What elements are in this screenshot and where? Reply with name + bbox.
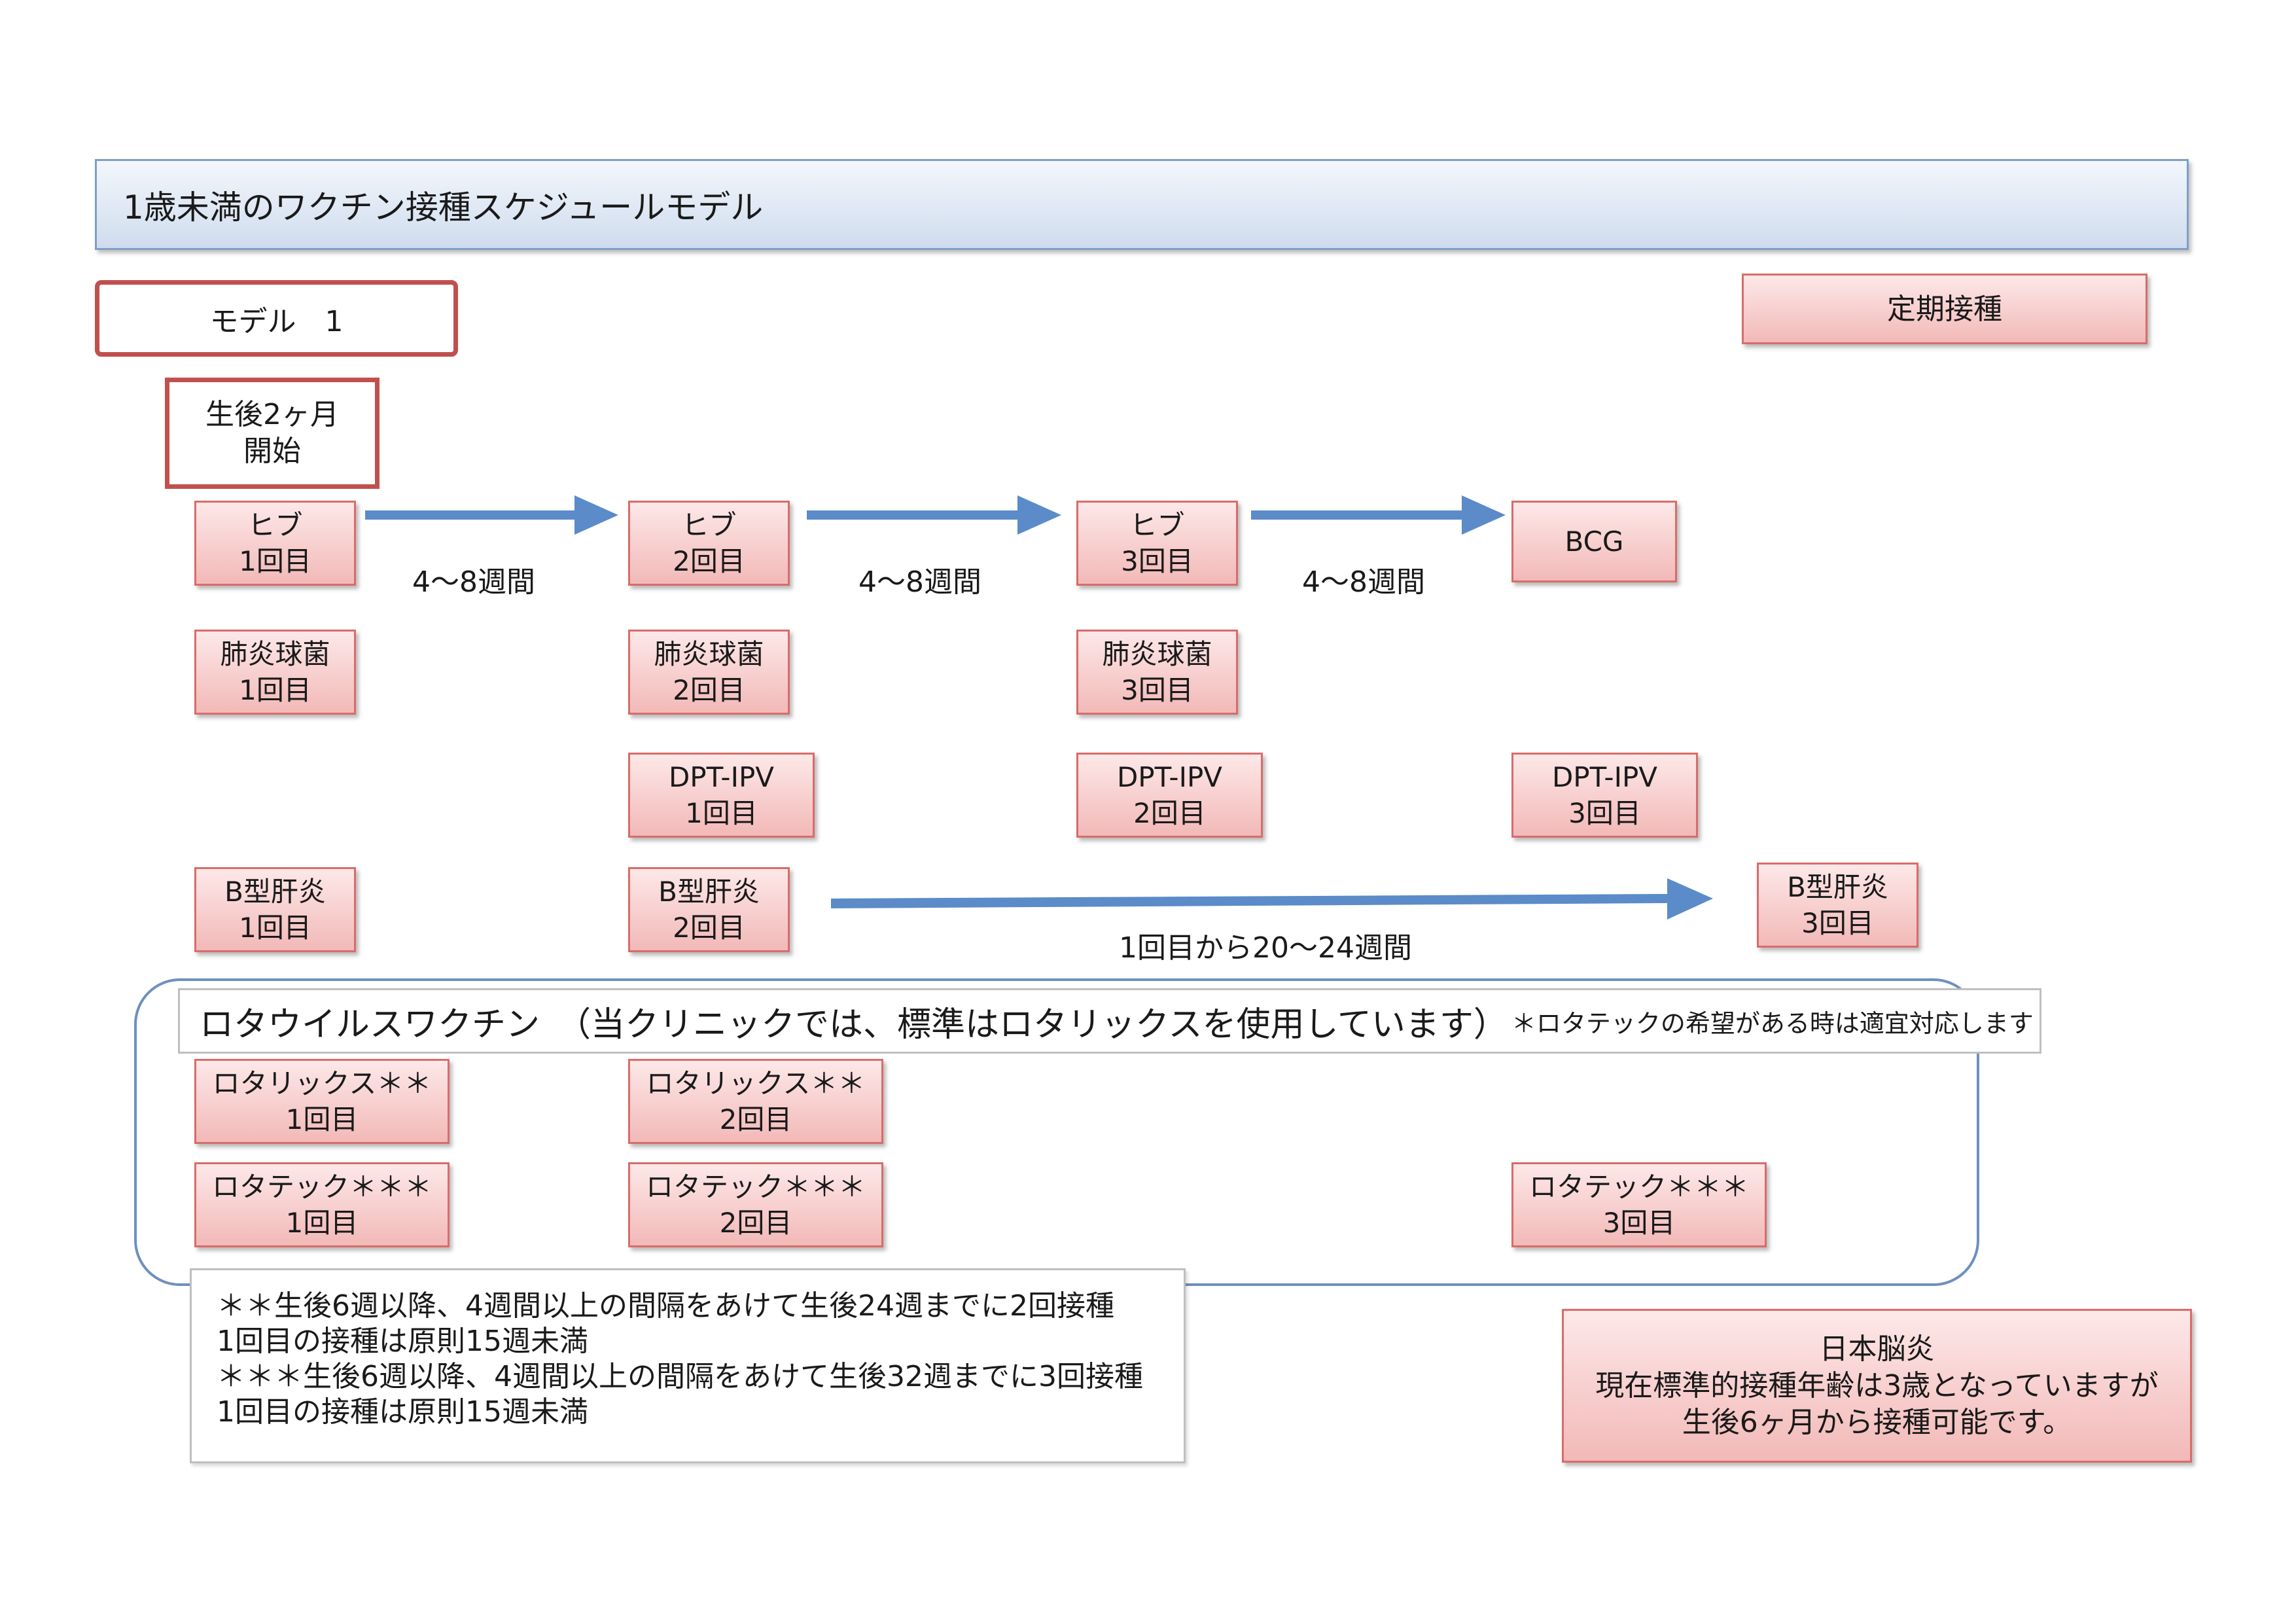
interval-label-2: 4～8週間 (858, 565, 981, 599)
interval-label-1: 4～8週間 (412, 565, 535, 599)
vaccine-name: ロタテック＊＊＊ (1528, 1171, 1749, 1203)
rotateq-dose-1: ロタテック＊＊＊ 1回目 (194, 1162, 450, 1247)
hepb-interval-label: 1回目から20～24週間 (1119, 931, 1412, 965)
note-line: 1回目の接種は原則15週未満 (217, 1395, 588, 1429)
rotavirus-notes: ＊＊生後6週以降、4週間以上の間隔をあけて生後24週までに2回接種 1回目の接種… (190, 1268, 1186, 1463)
vaccine-name: 肺炎球菌 (654, 638, 764, 670)
dose-label: 1回目 (239, 674, 311, 706)
pneumo-dose-2: 肺炎球菌 2回目 (628, 630, 790, 715)
vaccine-name: ロタテック＊＊＊ (211, 1171, 432, 1203)
dose-label: 1回目 (285, 1103, 359, 1135)
start-line2: 開始 (243, 435, 301, 468)
hepb-dose-2: B型肝炎 2回目 (628, 867, 790, 952)
je-title: 日本脳炎 (1819, 1332, 1935, 1366)
start-line1: 生後2ヶ月 (205, 398, 339, 431)
hib-dose-1: ヒブ 1回目 (194, 501, 356, 586)
hib-dose-2: ヒブ 2回目 (628, 501, 790, 586)
dose-label: 2回目 (673, 674, 745, 706)
rotavirus-header-note: ＊ロタテックの希望がある時は適宜対応します (1511, 1008, 2034, 1038)
rotateq-dose-3: ロタテック＊＊＊ 3回目 (1511, 1162, 1767, 1247)
hepb-arrow (831, 878, 1713, 919)
bcg-box: BCG (1511, 501, 1677, 582)
pneumo-dose-3: 肺炎球菌 3回目 (1076, 630, 1238, 715)
dose-label: 1回目 (285, 1207, 359, 1239)
hib-dose-3: ヒブ 3回目 (1076, 501, 1238, 586)
dose-label: 1回目 (239, 545, 311, 577)
dose-label: 2回目 (1133, 797, 1206, 829)
vaccine-name: ヒブ (247, 509, 303, 541)
hib-arrow-2 (807, 495, 1061, 535)
vaccine-name: ロタテック＊＊＊ (645, 1171, 866, 1203)
hib-arrow-1 (365, 495, 618, 535)
vaccine-name: DPT-IPV (1551, 761, 1658, 793)
hepb-dose-1: B型肝炎 1回目 (194, 867, 356, 952)
vaccine-name: 肺炎球菌 (1102, 638, 1212, 670)
dose-label: 3回目 (1121, 545, 1193, 577)
model-label: モデル 1 (95, 280, 458, 357)
note-line: ＊＊＊生後6週以降、4週間以上の間隔をあけて生後32週までに3回接種 (217, 1360, 1143, 1393)
page-title-text: 1歳未満のワクチン接種スケジュールモデル (123, 188, 764, 226)
dose-label: 3回目 (1801, 907, 1874, 939)
model-label-text: モデル 1 (209, 304, 344, 338)
vaccine-name: DPT-IPV (668, 761, 775, 793)
dose-label: 3回目 (1602, 1207, 1676, 1239)
legend-label: 定期接種 (1887, 292, 2002, 326)
dose-label: 2回目 (673, 545, 745, 577)
dose-label: 2回目 (673, 912, 745, 944)
je-line3: 生後6ヶ月から接種可能です。 (1682, 1405, 2072, 1439)
vaccine-name: ロタリックス＊＊ (646, 1067, 866, 1099)
dose-label: 1回目 (239, 912, 311, 944)
dpt-dose-3: DPT-IPV 3回目 (1511, 753, 1698, 838)
rotavirus-header: ロタウイルスワクチン （当クリニックでは、標準はロタリックスを使用しています） … (178, 988, 2041, 1054)
vaccine-name: B型肝炎 (224, 876, 326, 908)
page-title: 1歳未満のワクチン接種スケジュールモデル (95, 159, 2189, 250)
hepb-dose-3: B型肝炎 3回目 (1757, 863, 1918, 948)
rotarix-dose-1: ロタリックス＊＊ 1回目 (194, 1059, 450, 1144)
vaccine-name: 肺炎球菌 (220, 638, 330, 670)
rotavirus-header-main: ロタウイルスワクチン （当クリニックでは、標準はロタリックスを使用しています） (200, 1005, 1508, 1044)
rotateq-dose-2: ロタテック＊＊＊ 2回目 (628, 1162, 883, 1247)
dpt-dose-2: DPT-IPV 2回目 (1076, 753, 1263, 838)
vaccine-name: ロタリックス＊＊ (212, 1067, 432, 1099)
rotarix-dose-2: ロタリックス＊＊ 2回目 (628, 1059, 883, 1144)
japanese-encephalitis-box: 日本脳炎 現在標準的接種年齢は3歳となっていますが 生後6ヶ月から接種可能です。 (1562, 1309, 2192, 1463)
start-box: 生後2ヶ月 開始 (165, 378, 380, 489)
hib-arrow-3 (1251, 495, 1506, 535)
dose-label: 3回目 (1568, 797, 1641, 829)
vaccine-name: B型肝炎 (658, 876, 760, 908)
note-line: ＊＊生後6週以降、4週間以上の間隔をあけて生後24週までに2回接種 (217, 1289, 1114, 1323)
dose-label: 3回目 (1121, 674, 1193, 706)
vaccine-name: DPT-IPV (1116, 761, 1223, 793)
dose-label: 2回目 (719, 1103, 792, 1135)
dose-label: 2回目 (719, 1207, 792, 1239)
vaccine-name: ヒブ (681, 509, 737, 541)
pneumo-dose-1: 肺炎球菌 1回目 (194, 630, 356, 715)
note-line: 1回目の接種は原則15週未満 (217, 1325, 588, 1358)
interval-label-3: 4～8週間 (1302, 565, 1425, 599)
je-line2: 現在標準的接種年齢は3歳となっていますが (1595, 1368, 2159, 1402)
vaccine-name: ヒブ (1129, 509, 1185, 541)
dose-label: 1回目 (685, 797, 758, 829)
dpt-dose-1: DPT-IPV 1回目 (628, 753, 815, 838)
legend-routine-vaccination: 定期接種 (1742, 274, 2147, 344)
vaccine-name: BCG (1564, 526, 1624, 558)
vaccine-name: B型肝炎 (1787, 871, 1888, 903)
